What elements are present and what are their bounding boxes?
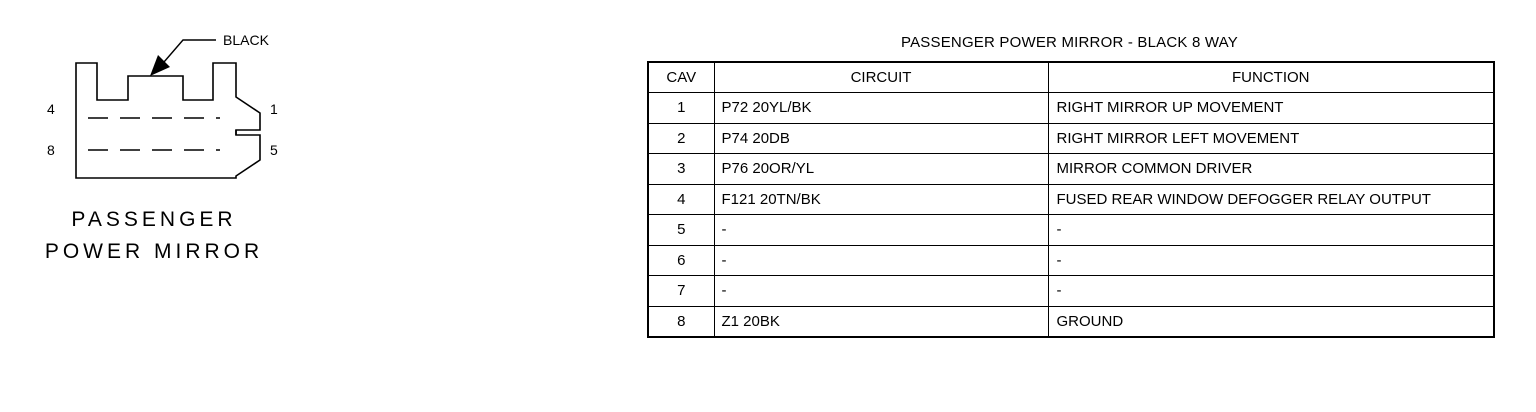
pin-label-4: 4 [47,101,55,117]
cell-cav: 1 [647,92,715,124]
cell-function: - [1047,244,1495,276]
cell-cav: 6 [647,244,715,276]
cell-cav: 8 [647,305,715,337]
cell-function: RIGHT MIRROR LEFT MOVEMENT [1047,122,1495,154]
header-circuit: CIRCUIT [713,61,1049,93]
table-row: 3 P76 20OR/YL MIRROR COMMON DRIVER [647,153,1495,185]
cell-circuit: - [713,214,1049,246]
leader-arrow [150,55,170,76]
cell-circuit: P72 20YL/BK [713,92,1049,124]
connector-outline [75,62,261,179]
cell-cav: 7 [647,275,715,307]
connector-diagram: BLACK 4 8 1 5 PASSENGER POWER MIRROR [45,32,278,263]
header-cav: CAV [647,61,715,93]
header-function: FUNCTION [1047,61,1495,93]
cell-cav: 5 [647,214,715,246]
table-row: 4 F121 20TN/BK FUSED REAR WINDOW DEFOGGE… [647,183,1495,215]
cell-function: GROUND [1047,305,1495,337]
table-row: 7 - - [647,275,1495,307]
table-header-row: CAV CIRCUIT FUNCTION [647,61,1495,93]
cell-circuit: - [713,275,1049,307]
table-title: PASSENGER POWER MIRROR - BLACK 8 WAY [901,34,1238,51]
table-row: 2 P74 20DB RIGHT MIRROR LEFT MOVEMENT [647,122,1495,154]
cell-circuit: P76 20OR/YL [713,153,1049,185]
connector-caption-line1: PASSENGER [71,208,236,231]
cell-function: FUSED REAR WINDOW DEFOGGER RELAY OUTPUT [1047,183,1495,215]
table-row: 1 P72 20YL/BK RIGHT MIRROR UP MOVEMENT [647,92,1495,124]
pin-label-1: 1 [270,101,278,117]
cell-circuit: - [713,244,1049,276]
pin-label-8: 8 [47,142,55,158]
cell-function: MIRROR COMMON DRIVER [1047,153,1495,185]
pin-label-5: 5 [270,142,278,158]
cell-circuit: P74 20DB [713,122,1049,154]
cell-circuit: F121 20TN/BK [713,183,1049,215]
cell-function: RIGHT MIRROR UP MOVEMENT [1047,92,1495,124]
cell-cav: 3 [647,153,715,185]
table-row: 5 - - [647,214,1495,246]
connector-caption-line2: POWER MIRROR [45,240,263,263]
cell-cav: 2 [647,122,715,154]
cell-function: - [1047,214,1495,246]
leader-line [163,39,216,63]
cell-function: - [1047,275,1495,307]
cell-circuit: Z1 20BK [713,305,1049,337]
table-row: 8 Z1 20BK GROUND [647,305,1495,337]
connector-color-label: BLACK [223,32,270,48]
pinout-table: CAV CIRCUIT FUNCTION 1 P72 20YL/BK RIGHT… [647,61,1495,338]
table-row: 6 - - [647,244,1495,276]
cell-cav: 4 [647,183,715,215]
